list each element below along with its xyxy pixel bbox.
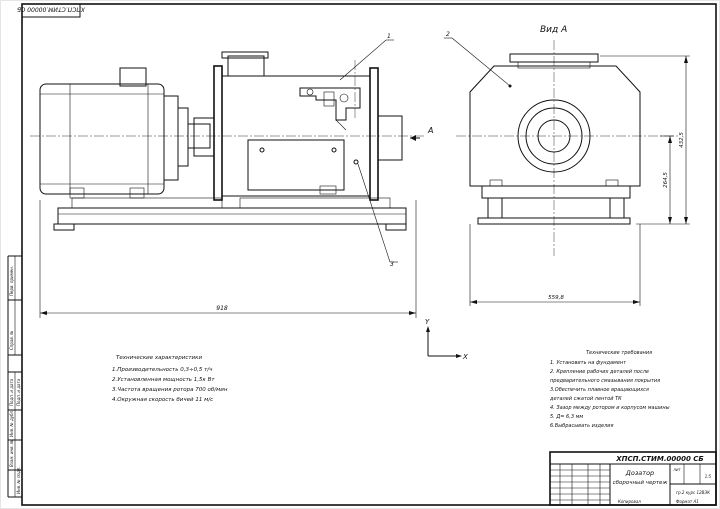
side-box-3: Подп. и дата <box>9 378 14 406</box>
specs-title: Технические характеристики <box>116 355 202 361</box>
req-line-5: деталей сжатой лентой ТК <box>549 396 622 402</box>
title-block: ХПСП.СТИМ.00000 СБ Дозатор сборочный чер… <box>549 451 717 506</box>
side-box-4: Инв. № дубл. <box>9 410 14 437</box>
dimension-width: 559,8 <box>469 224 641 306</box>
specs-line-3: 3.Частота вращения ротора 700 об/мин <box>112 387 228 393</box>
dimension-length-value: 918 <box>216 305 228 312</box>
titleblock-org: гр.2 курс 12ВЭК <box>676 490 710 495</box>
left-margin-boxes: Перв. примен. Справ. № Подп. и дата Инв.… <box>7 255 22 498</box>
side-box-5: Взам. инв. № <box>9 440 14 467</box>
axis-y-label: Y <box>425 318 430 326</box>
dimension-height: 432,5 264,5 <box>600 55 690 225</box>
specs-line-1: 1.Производительность 0,3÷0,5 т/ч <box>112 367 213 373</box>
titleblock-sheet: ЛИТ <box>672 468 681 472</box>
electric-motor <box>39 67 211 199</box>
dimension-length: 918 <box>39 200 417 318</box>
req-line-2: 2. Крепление рабочих деталей после <box>550 369 649 375</box>
req-line-6: 4. Зазор между ротором и корпусом машины <box>550 405 670 411</box>
dimension-width-value: 559,8 <box>548 295 564 301</box>
outlet-ring-outer <box>517 99 591 173</box>
dispenser-casing <box>213 51 403 201</box>
callout-2: 2 <box>446 31 450 38</box>
titleblock-name: Дозатор <box>625 469 654 477</box>
base-frame <box>53 197 407 231</box>
top-stamp-text: ХПСП.СТИМ.00000 СБ <box>17 6 86 13</box>
req-line-4: 3.Обеспечить плавное вращающихся <box>550 387 649 393</box>
arrow-label: А <box>427 126 433 135</box>
req-line-7: 5. Д= 6,3 мм <box>550 414 583 420</box>
specs-line-2: 2.Установленная мощность 1,5к Вт <box>112 377 215 383</box>
view-arrow-a: А <box>410 126 433 141</box>
specs-line-4: 4.Окружная скорость бичей 11 м/с <box>112 397 213 403</box>
technical-specs: Технические характеристики 1.Производите… <box>112 355 228 403</box>
axis-x-label: X <box>462 353 468 361</box>
titleblock-copied: Копировал <box>618 499 641 504</box>
req-line-3: предварительного смазывания покрытия <box>550 378 660 384</box>
technical-requirements: Технические требования 1. Установить на … <box>549 350 670 429</box>
view-title: Вид А <box>540 25 567 35</box>
dimension-axis-value: 264,5 <box>663 172 669 188</box>
dimension-height-value: 432,5 <box>679 132 685 148</box>
side-box-2: Справ. № <box>9 331 14 350</box>
titleblock-code: ХПСП.СТИМ.00000 СБ <box>615 455 704 463</box>
req-title: Технические требования <box>586 350 652 356</box>
side-box-1: Перв. примен. <box>9 266 14 296</box>
callout-1: 1 <box>387 33 391 40</box>
callout-3: 3 <box>390 261 394 268</box>
side-box-7: Инв. № подл. <box>16 466 21 494</box>
drawing-border <box>21 3 717 506</box>
coordinate-axes: Y X <box>425 318 468 361</box>
req-line-8: 6.Выбрасывать изделия <box>550 423 614 429</box>
side-view-a: Вид А 2 559,8 <box>444 25 690 306</box>
casing-outline <box>469 65 641 187</box>
titleblock-format: Формат А1 <box>676 499 699 504</box>
titleblock-scale: 1:5 <box>705 474 712 479</box>
req-line-1: 1. Установить на фундамент <box>550 360 627 366</box>
top-stamp: ХПСП.СТИМ.00000 СБ <box>17 3 86 18</box>
front-view: А 1 3 918 <box>30 33 433 318</box>
titleblock-subname: сборочный чертеж <box>613 480 668 486</box>
side-box-6: Подп. и дата <box>16 378 21 406</box>
